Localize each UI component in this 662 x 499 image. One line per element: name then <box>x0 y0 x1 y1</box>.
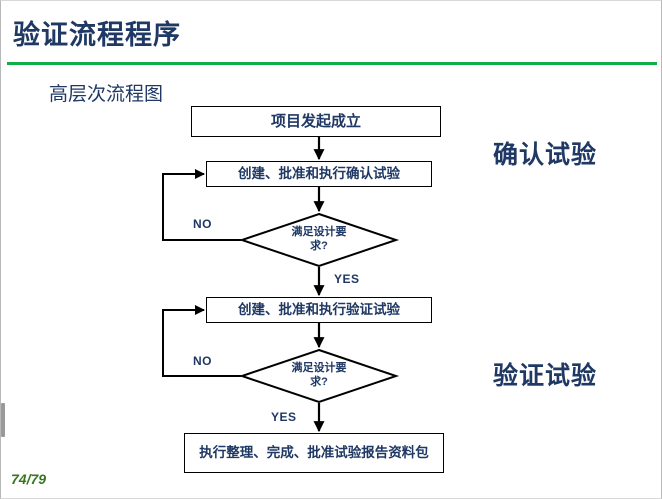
page-title: 验证流程程序 <box>13 20 181 50</box>
edge-label-no-2: NO <box>193 354 212 368</box>
decision-label-line2: 求? <box>310 240 328 252</box>
section-label-validation: 验证试验 <box>493 362 598 390</box>
decision-label-line1: 满足设计要 <box>291 226 347 239</box>
flow-decision-meets-design-requirements-2[interactable]: 满足设计要 求? <box>238 348 400 404</box>
edge-label-yes-2: YES <box>271 410 297 424</box>
flow-decision-meets-design-requirements-1[interactable]: 满足设计要 求? <box>238 212 400 268</box>
title-divider <box>7 62 657 65</box>
page-number: 74/79 <box>11 471 47 487</box>
flow-node-create-approve-execute-qualification-test[interactable]: 创建、批准和执行确认试验 <box>206 161 432 187</box>
decision-label-line1: 满足设计要 <box>291 362 347 375</box>
flowchart-subtitle: 高层次流程图 <box>49 84 164 105</box>
flow-node-create-approve-execute-validation-test[interactable]: 创建、批准和执行验证试验 <box>206 297 432 323</box>
flow-node-project-initiation[interactable]: 项目发起成立 <box>191 106 441 137</box>
decision-label-line2: 求? <box>310 376 328 388</box>
edge-label-yes-1: YES <box>334 272 360 286</box>
section-label-qualification: 确认试验 <box>493 141 598 169</box>
flow-node-compile-complete-approve-test-report-package[interactable]: 执行整理、完成、批准试验报告资料包 <box>184 433 444 473</box>
scrollbar-thumb[interactable] <box>1 403 5 437</box>
edge-label-no-1: NO <box>193 217 212 231</box>
